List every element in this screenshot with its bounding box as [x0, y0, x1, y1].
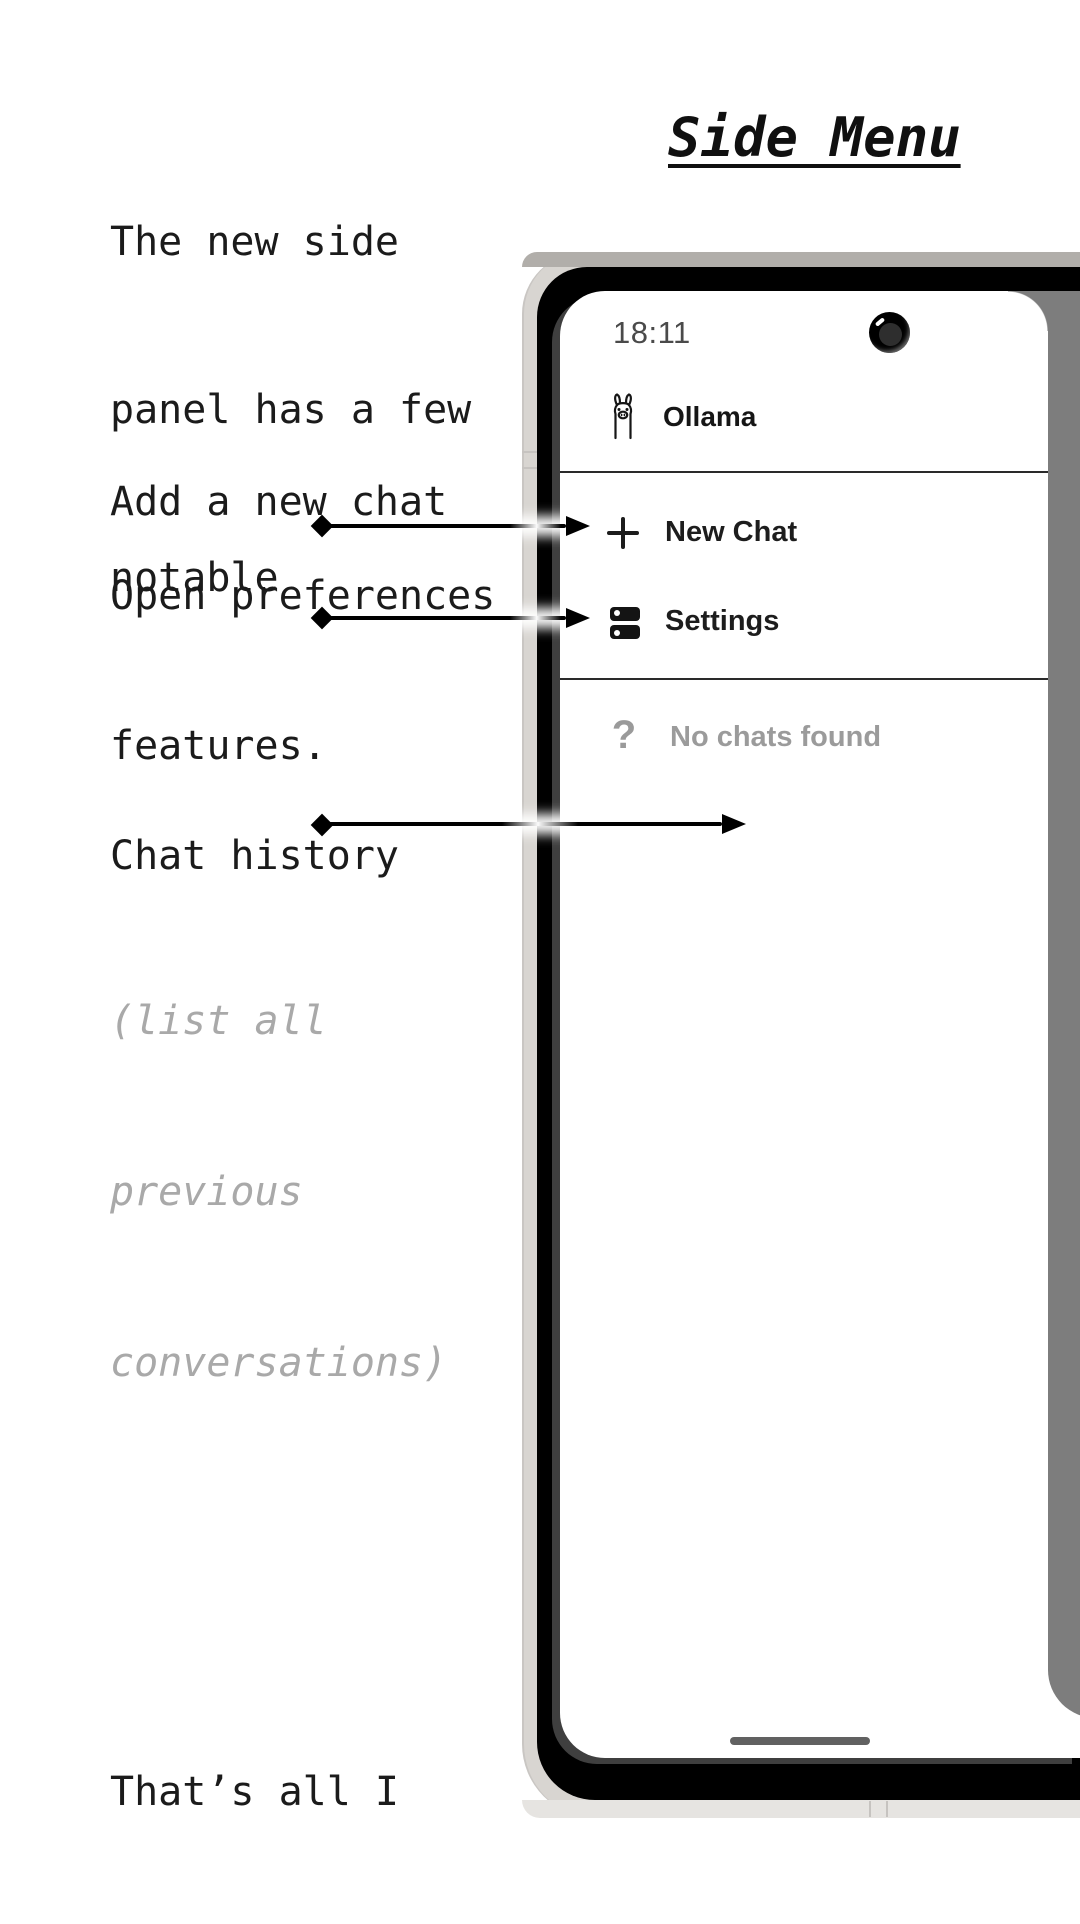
dns-icon	[610, 607, 640, 639]
frame-antenna-seam	[522, 467, 537, 469]
leader-line-preferences	[322, 616, 566, 620]
ollama-logo-icon	[613, 393, 633, 440]
leader-line-history	[322, 822, 722, 826]
phone-frame-bottom-edge	[522, 1800, 1080, 1818]
front-camera-punch-hole	[869, 312, 910, 353]
arrowhead-history	[722, 814, 746, 834]
frame-antenna-seam	[522, 451, 537, 453]
app-name: Ollama	[663, 401, 757, 432]
question-mark-icon: ?	[611, 713, 637, 757]
leader-line-new-chat	[322, 524, 566, 528]
annotation-history-label: Chat history	[110, 833, 399, 879]
phone-screen: 18:11 Ollama	[560, 291, 1080, 1758]
dns-dot	[614, 610, 620, 616]
annotation-history-note: (list all previous conversations)	[110, 879, 447, 1506]
intro-line: notable	[110, 555, 279, 601]
frame-antenna-seam	[869, 1801, 871, 1817]
history-note-line: conversations)	[110, 1340, 448, 1386]
history-note-line: (list all	[110, 998, 327, 1044]
annotation-new-chat-label: Add a new chat	[110, 479, 448, 525]
intro-line: The new side	[110, 219, 399, 265]
annotation-preferences-label: Open preferences	[110, 573, 496, 619]
intro-line: panel has a few	[110, 387, 472, 433]
intro-text: The new side panel has a few notable fea…	[110, 102, 471, 886]
outro-line: That’s all I	[110, 1769, 399, 1815]
menu-item-label: Settings	[665, 605, 780, 637]
drawer-corner-notch	[1008, 291, 1048, 331]
arrowhead-preferences	[566, 608, 590, 628]
dns-bar	[610, 607, 640, 621]
menu-item-label: New Chat	[665, 516, 798, 548]
empty-state-label: No chats found	[670, 721, 882, 753]
camera-lens-icon	[879, 323, 902, 346]
drawer-scrim[interactable]	[1048, 291, 1080, 1718]
dns-dot	[614, 630, 620, 636]
frame-antenna-seam	[886, 1801, 888, 1817]
history-note-line: previous	[110, 1169, 303, 1215]
gesture-nav-handle[interactable]	[730, 1737, 870, 1745]
menu-divider	[560, 471, 1048, 473]
status-bar-clock: 18:11	[613, 315, 691, 350]
outro-text: That’s all I have to say. Have fun!	[110, 1652, 399, 1924]
dns-bar	[610, 625, 640, 639]
plus-icon	[607, 517, 639, 549]
phone-mockup: 18:11 Ollama	[522, 252, 1080, 1818]
menu-divider	[560, 678, 1048, 680]
intro-line: features.	[110, 723, 327, 769]
arrowhead-new-chat	[566, 516, 590, 536]
phone-frame-top-edge	[522, 252, 1080, 267]
page-title: Side Menu	[668, 106, 961, 169]
